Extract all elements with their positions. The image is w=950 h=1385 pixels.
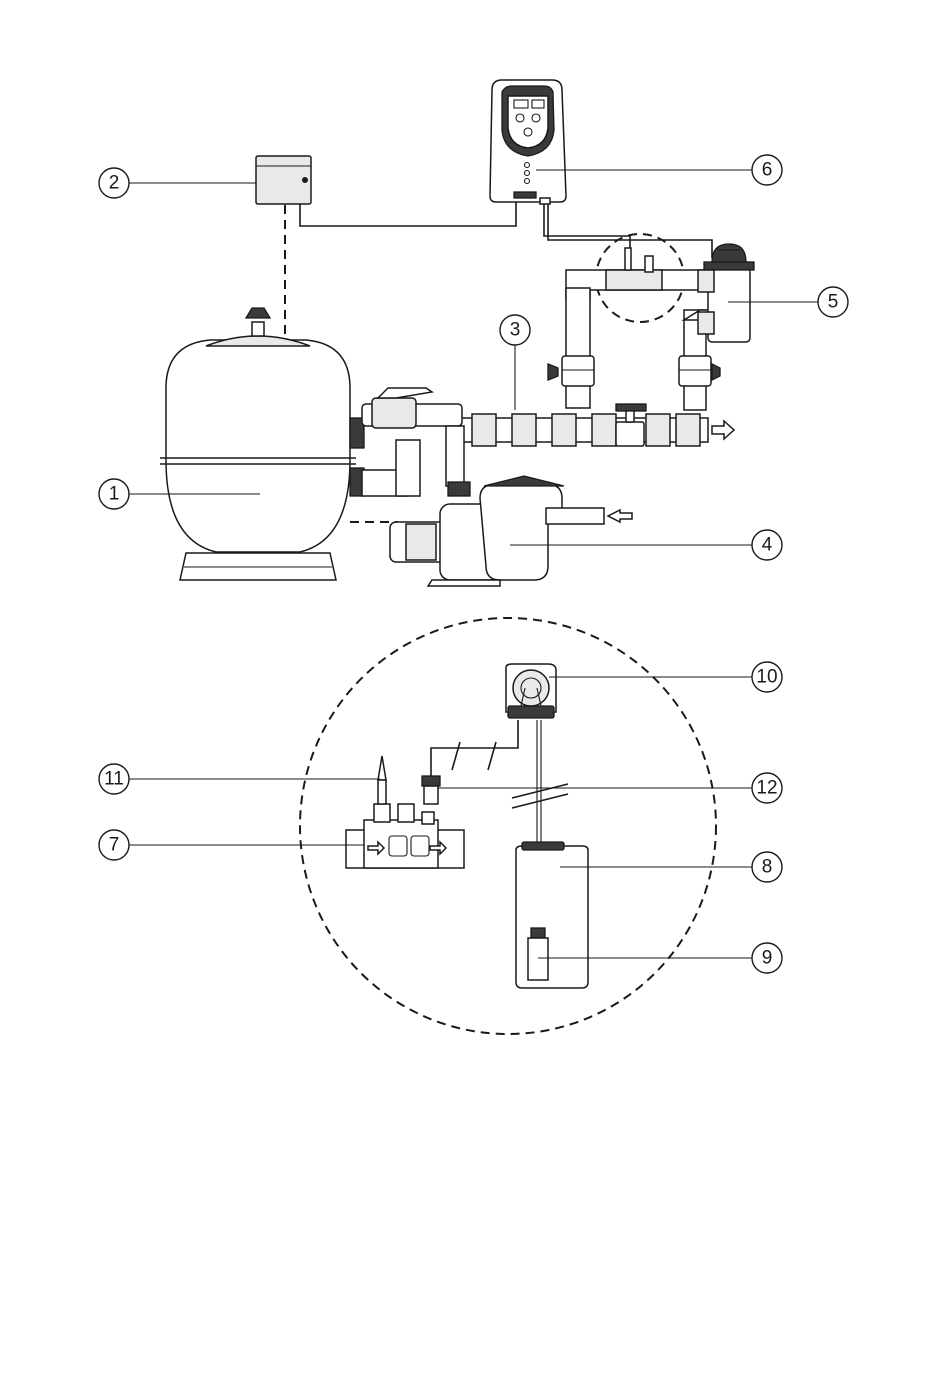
cable-break-marks [452, 742, 496, 770]
multiport-valve [362, 388, 464, 496]
inflow-arrow-icon [608, 510, 632, 522]
svg-text:3: 3 [510, 320, 521, 341]
riser-valve-right [679, 356, 720, 386]
cable-controller-to-cell [544, 200, 630, 268]
callout-10: 10 [752, 662, 782, 692]
callout-8: 8 [752, 852, 782, 882]
svg-text:9: 9 [762, 948, 773, 969]
callout-6: 6 [752, 155, 782, 185]
cable-box-to-controller [300, 200, 516, 226]
svg-text:6: 6 [762, 160, 773, 181]
ph-electrode [378, 756, 386, 804]
callout-11: 11 [99, 764, 129, 794]
sand-filter [160, 308, 364, 580]
circulation-pump [390, 476, 632, 586]
cable-pump-to-sensor [431, 720, 518, 776]
svg-text:11: 11 [104, 769, 124, 790]
electrical-box [256, 156, 311, 204]
callout-4: 4 [752, 530, 782, 560]
callout-1: 1 [99, 479, 129, 509]
svg-text:1: 1 [109, 484, 120, 505]
callout-5: 5 [818, 287, 848, 317]
svg-text:2: 2 [109, 173, 120, 194]
chlorinator-controller [490, 80, 566, 204]
svg-text:10: 10 [756, 667, 777, 688]
callout-7: 7 [99, 830, 129, 860]
riser-valve-left [548, 356, 594, 386]
foot-filter [528, 928, 548, 980]
svg-text:5: 5 [828, 292, 839, 313]
svg-text:7: 7 [109, 835, 120, 856]
callout-12: 12 [752, 773, 782, 803]
svg-text:12: 12 [756, 778, 777, 799]
injection-valve [422, 776, 440, 804]
chemical-container [516, 842, 588, 988]
callout-9: 9 [752, 943, 782, 973]
outflow-arrow-icon [712, 421, 734, 439]
strainer-filter [698, 244, 754, 342]
svg-text:8: 8 [762, 857, 773, 878]
probe-holder [346, 804, 464, 868]
callout-3: 3 [500, 315, 530, 345]
callout-2: 2 [99, 168, 129, 198]
svg-text:4: 4 [762, 535, 773, 556]
peristaltic-dosing-pump [506, 664, 556, 718]
